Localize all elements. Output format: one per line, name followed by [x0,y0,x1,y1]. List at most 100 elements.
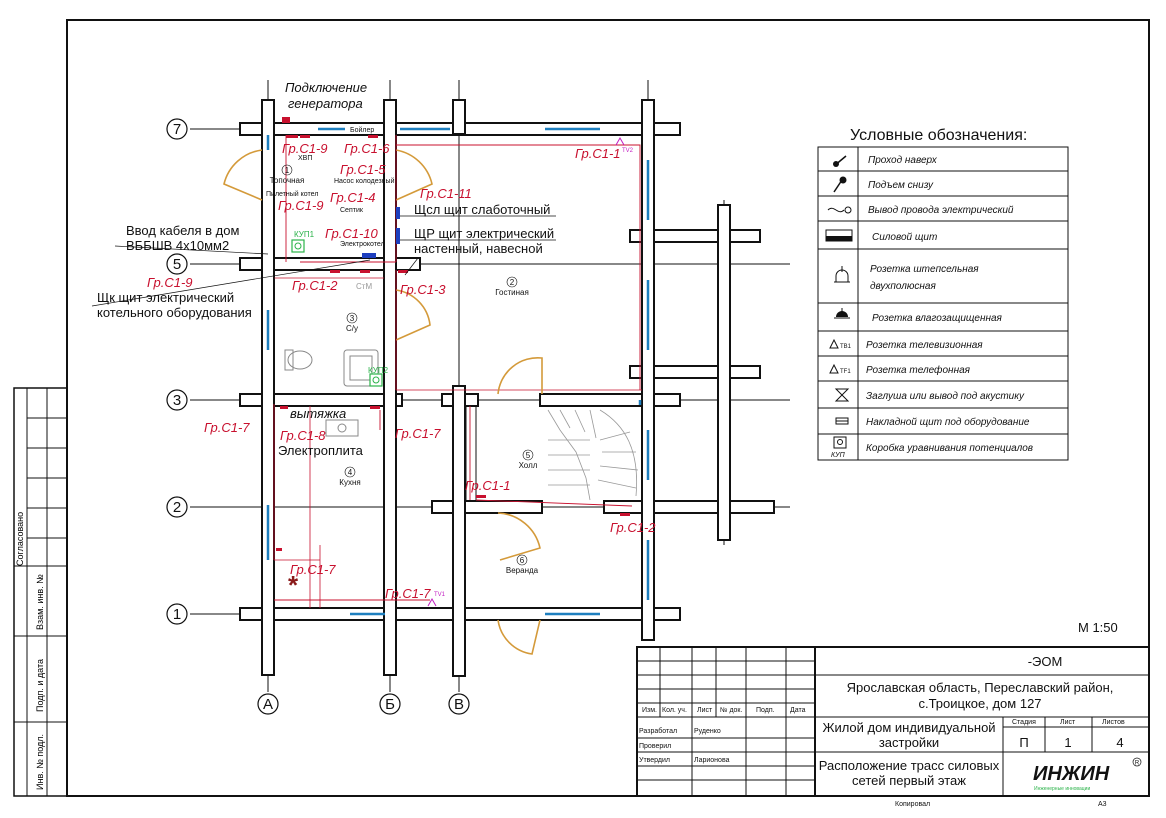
well-pump-label: Насос колодезный [334,177,395,185]
hvp-label: ХВП [298,155,312,162]
company-logo: ИНЖИН Инженерные инновации R [1033,757,1142,792]
legend-item-kup: Коробка уравнивания потенциалов [866,442,1033,454]
surface-panel-icon [835,417,849,425]
circuit-gr-c1-9-mid: Гр.С1-9 [278,198,324,213]
tb-name-razrabotal: Руденко [694,728,721,735]
room-1-number: 1 [285,166,290,175]
room-6-name: Веранда [506,566,539,575]
circuit-gr-c1-9-top: Гр.С1-9 [282,141,328,156]
tb-object-1: Жилой дом индивидуальной [822,720,995,735]
circuit-gr-c1-4: Гр.С1-4 [330,190,376,205]
shr-note-1: ЩР щит электрический [414,226,554,241]
generator-note-2: генератора [288,96,363,111]
tb-name-utverdil: Ларионова [694,757,730,764]
generator-connection-icon [282,117,290,123]
tb-stage: П [1019,735,1028,750]
windows [266,127,650,616]
shk-note-1: Щк щит электрический [97,290,234,305]
tb-sheets: 4 [1116,735,1123,750]
tb-role-razrabotal: Разработал [639,727,677,735]
axis-bubble-a [257,693,279,715]
stamp-vzam: Взам. инв. № [35,574,45,630]
legend-item-acoustic: Заглуша или вывод под акустику [866,391,1025,402]
legend: Условные обозначения: ТВ1 TF1 КУП Проход… [817,127,1069,461]
tb-address-2: с.Троицкое, дом 127 [918,696,1041,711]
rise-below-icon [833,176,847,193]
washing-machine-label: СтМ [356,282,372,291]
room-2-number: 2 [510,278,515,287]
circuit-gr-c1-6: Гр.С1-6 [344,141,390,156]
tb-address-1: Ярославская область, Переславский район, [847,680,1114,695]
legend-item-surface-panel: Накладной щит под оборудование [866,416,1030,428]
stamp-inv-podl: Инв. № подл. [35,734,45,790]
legend-item-rise-below: Подъем снизу [868,180,934,191]
tb-code: -ЭОМ [1028,654,1063,669]
circuit-gr-c1-7-kitchen: Гр.С1-7 [290,562,336,577]
room-2-name: Гостиная [495,288,529,297]
tb-stage-header: Стадия [1012,719,1036,726]
vytyazhka-note: вытяжка [290,406,346,421]
kup2-box-icon [369,373,383,387]
tb-sheets-header: Листов [1102,719,1125,726]
tv2-label: TV2 [622,148,634,154]
circuit-gr-c1-9-left: Гр.С1-9 [147,275,193,290]
circuit-gr-c1-11: Гр.С1-11 [420,186,472,201]
legend-item-socket-2: двухполюсная [870,281,936,292]
room-5-name: Холл [519,461,538,470]
room-5-number: 5 [526,451,531,460]
legend-item-socket-1: Розетка штепсельная [870,264,979,275]
axis-bubble-7 [166,118,188,140]
generator-note-1: Подключение [285,80,367,95]
shk-note-2: котельного оборудования [97,305,252,320]
legend-item-power-panel: Силовой щит [872,232,937,243]
tb-col-data: Дата [790,707,806,714]
legend-item-socket-wet: Розетка влагозащищенная [872,313,1003,324]
tb-sheet: 1 [1064,735,1071,750]
axis-label-a: А [263,696,273,713]
cable-entry-note-2: ВББШВ 4x10мм2 [126,238,229,253]
logo-subtitle: Инженерные инновации [1034,786,1090,792]
acoustic-icon [834,388,850,402]
axis-bubble-b [379,693,401,715]
bathroom-fixtures [284,349,379,437]
circuit-gr-c1-1-top: Гр.С1-1 [575,146,621,161]
circuit-gr-c1-7-left: Гр.С1-7 [204,420,250,435]
room-4-name: Кухня [339,478,360,487]
circuit-gr-c1-3: Гр.С1-3 [400,282,446,297]
tb-col-list: Лист [697,707,713,714]
axis-label-2: 2 [173,499,181,516]
kup1-box-icon [291,239,305,253]
axis-label-1: 1 [173,606,181,623]
septic-label: Септик [340,207,364,214]
plan-annotations: Подключение генератора Гр.С1-9 Гр.С1-6 Г… [91,80,656,601]
tb-format: А3 [1098,801,1107,808]
axis-bubble-v [448,693,470,715]
doors [223,149,543,655]
electric-boiler-label: Электрокотел [340,241,385,248]
device-markers [276,117,630,551]
tb-col-kol: Кол. уч. [662,707,687,714]
room-3-number: 3 [350,314,355,323]
tb-object-2: застройки [879,735,939,750]
axis-label-v: В [454,696,464,713]
tb-sheet-title-2: сетей первый этаж [852,773,966,788]
axis-label-5: 5 [173,256,181,273]
circuit-gr-c1-7-mid: Гр.С1-7 [395,426,441,441]
stamp-podp-data: Подп. и дата [35,659,45,712]
socket-icon [834,266,850,283]
socket-tv-code: ТВ1 [840,344,852,350]
cable-entry-note-1: Ввод кабеля в дом [126,223,239,238]
tb-sheet-title-1: Расположение трасс силовых [819,758,1000,773]
scale-label: М 1:50 [1078,620,1118,635]
stamp-soglasovano: Согласовано [15,512,25,566]
circuit-gr-c1-10: Гр.С1-10 [325,226,379,241]
circuit-gr-c1-5: Гр.С1-5 [340,162,386,177]
circuit-gr-c1-2-left: Гр.С1-2 [292,278,338,293]
axis-bubble-1 [166,603,188,625]
tb-col-podp: Подп. [756,707,775,714]
circuit-gr-c1-7-bottom: Гр.С1-7 [385,586,431,601]
boiler-label: Бойлер [350,126,374,134]
room-4-number: 4 [348,468,353,477]
title-block: Изм. Кол. уч. Лист № док. Подп. Дата Раз… [636,646,1150,808]
staircase [547,409,639,501]
